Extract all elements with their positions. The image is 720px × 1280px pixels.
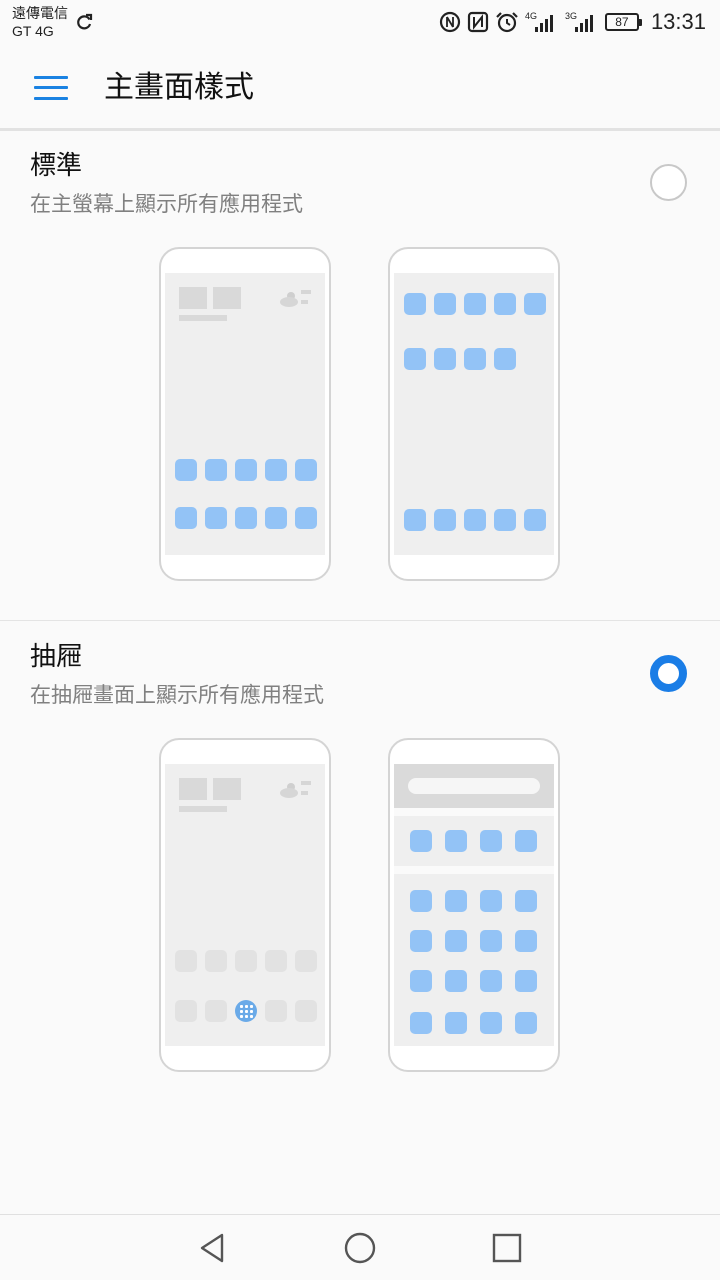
page-title: 主畫面樣式 — [104, 70, 254, 105]
drawer-home-preview — [159, 738, 331, 1072]
nfc-icon — [467, 11, 489, 33]
battery-icon: 87 — [604, 13, 642, 31]
status-icons: 4G 3G 87 13:31 — [439, 8, 706, 36]
option-standard[interactable]: 標準 在主螢幕上顯示所有應用程式 — [0, 131, 720, 621]
hamburger-menu-icon[interactable] — [34, 74, 68, 102]
option-standard-radio[interactable] — [650, 164, 687, 201]
status-bar: 遠傳電信 GT 4G 4G 3G 87 — [0, 0, 720, 48]
app-bar-divider — [0, 128, 720, 131]
weather-icon — [280, 290, 311, 307]
signal-4g-icon: 4G — [525, 11, 553, 32]
app-drawer-icon — [235, 1000, 257, 1022]
standard-home-preview — [159, 247, 331, 581]
sim2-network-label: 3G — [565, 11, 577, 21]
option-standard-title: 標準 — [30, 151, 83, 181]
recents-icon[interactable] — [490, 1231, 524, 1265]
option-standard-description: 在主螢幕上顯示所有應用程式 — [30, 192, 303, 216]
weather-icon — [280, 781, 311, 798]
data-saver-icon — [439, 11, 461, 33]
battery-level: 87 — [615, 15, 629, 29]
standard-apps-preview — [388, 247, 560, 581]
back-icon[interactable] — [196, 1231, 230, 1265]
home-icon[interactable] — [343, 1231, 377, 1265]
status-time: 13:31 — [650, 9, 706, 34]
app-bar: 主畫面樣式 — [0, 48, 720, 130]
section-divider — [0, 620, 720, 621]
option-drawer-radio[interactable] — [650, 655, 687, 692]
refresh-icon — [77, 13, 93, 30]
alarm-icon — [496, 12, 518, 33]
navigation-bar — [0, 1214, 720, 1280]
drawer-apps-preview — [388, 738, 560, 1072]
option-drawer[interactable]: 抽屜 在抽屜畫面上顯示所有應用程式 — [0, 622, 720, 1092]
option-drawer-description: 在抽屜畫面上顯示所有應用程式 — [30, 683, 324, 707]
carrier-name: 遠傳電信 — [12, 5, 68, 21]
drawer-search-bar — [408, 778, 540, 794]
carrier-network: GT 4G — [12, 23, 54, 39]
option-drawer-title: 抽屜 — [30, 642, 83, 672]
carrier-info: 遠傳電信 GT 4G — [12, 4, 68, 40]
signal-3g-icon: 3G — [565, 11, 593, 32]
sim1-network-label: 4G — [525, 11, 537, 21]
